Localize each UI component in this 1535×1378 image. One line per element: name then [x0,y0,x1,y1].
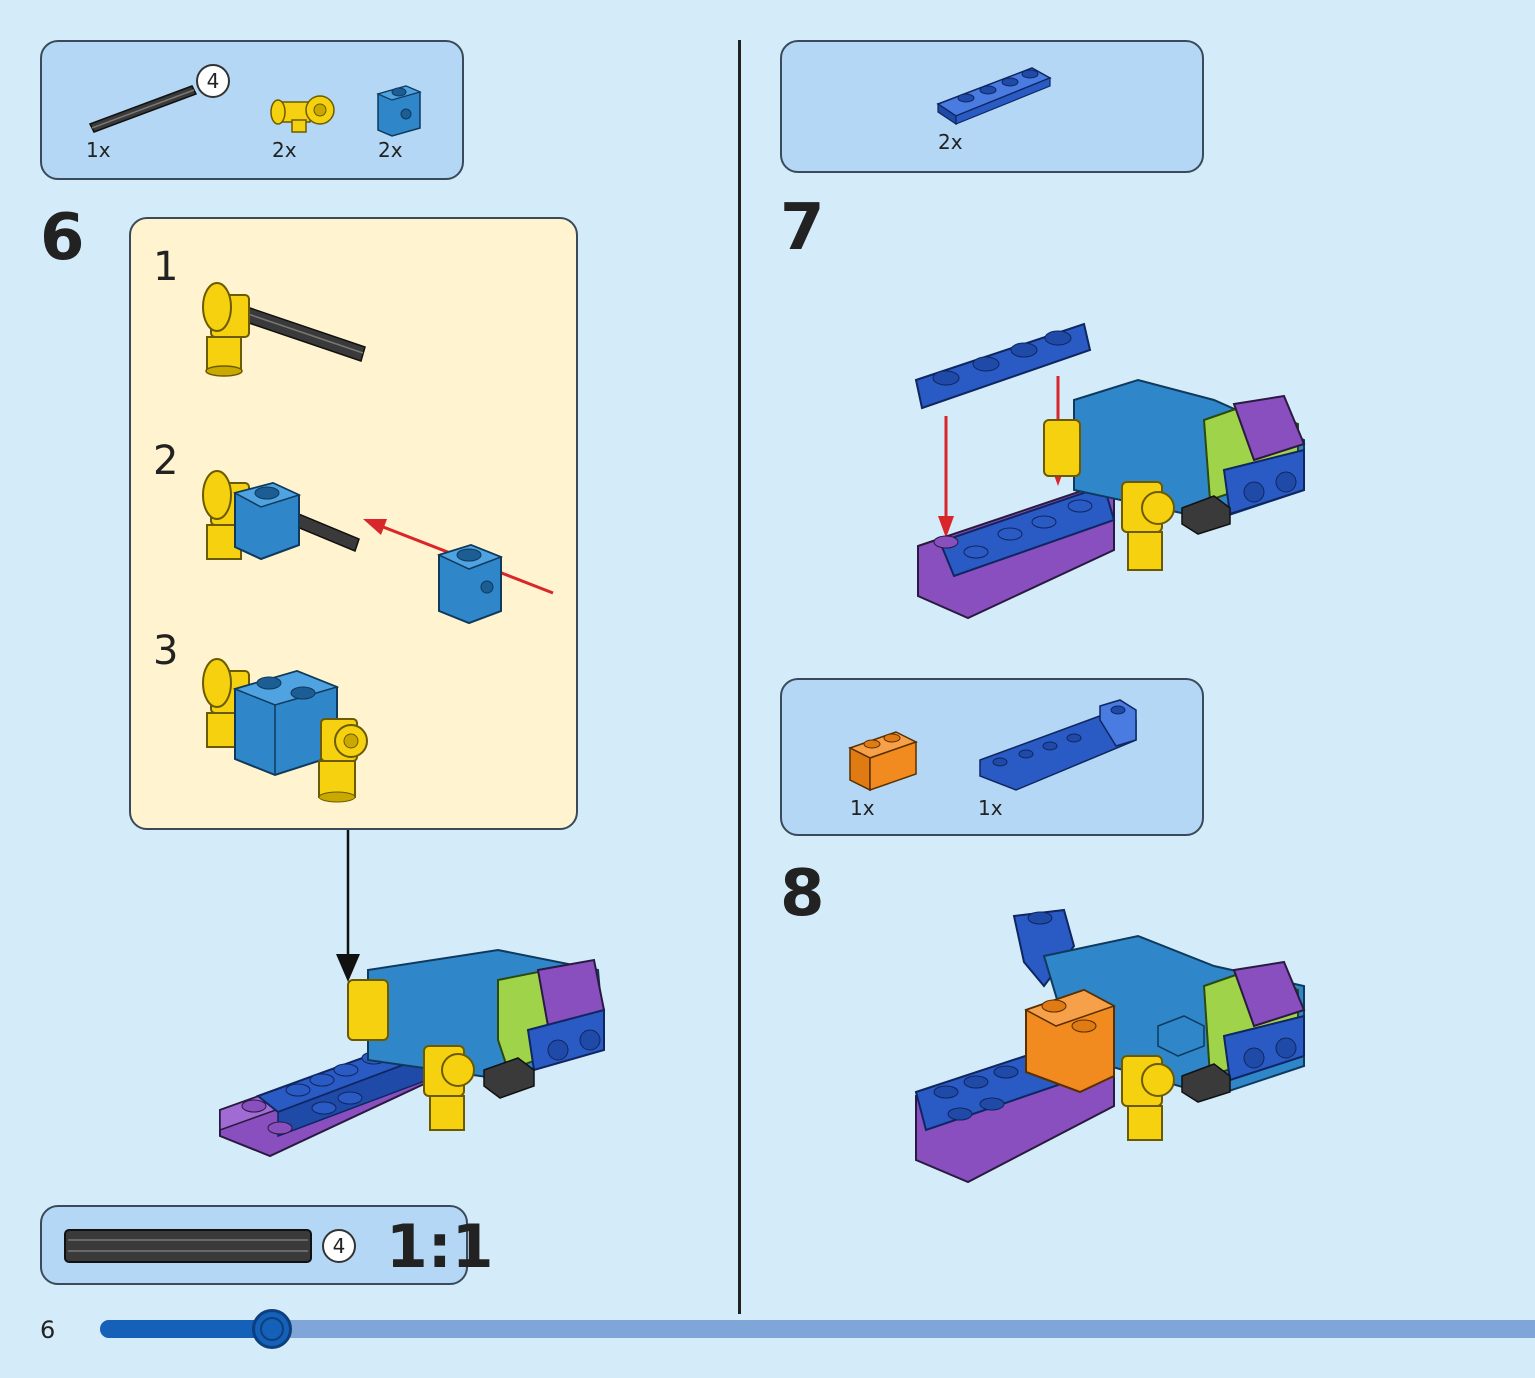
axle-qty: 1x [86,138,111,162]
brick-1x2-orange-icon [848,731,918,792]
axle-connector-icon [270,95,335,133]
step7-number: 7 [780,191,825,265]
step7-model [914,322,1306,620]
substep-2-illustration [202,470,554,625]
inverted-slope-qty: 1x [978,796,1003,820]
brick-orange-qty: 1x [850,796,875,820]
axle-scale-icon [64,1229,312,1263]
column-divider [738,40,741,1314]
substep-1-number: 1 [153,244,179,290]
step8-model [914,908,1306,1184]
progress-knob [252,1309,293,1349]
technic-brick-1x1-icon [376,85,422,137]
scale-length-badge: 4 [322,1229,356,1263]
progress-track [100,1320,1535,1338]
inverted-slope-plate-icon [979,699,1137,791]
step6-number: 6 [40,201,85,275]
substep-1-illustration [202,282,366,377]
callout-arrow [336,830,360,982]
plate-1x4-qty: 2x [938,130,963,154]
step6-parts-box: 4 1x 2x 2x [40,40,464,180]
axle-icon [88,85,198,133]
step8-number: 8 [780,857,825,931]
plate-1x4-icon [936,67,1052,126]
page-number: 6 [40,1316,56,1344]
step8-parts-box: 1x 1x [780,678,1204,836]
progress-fill [100,1320,273,1338]
substep-3-illustration [202,658,368,803]
substep-2-number: 2 [153,438,179,484]
step6-model [219,948,606,1158]
axle-connector-qty: 2x [272,138,297,162]
scale-reference-box: 4 1:1 [40,1205,494,1285]
substep-3-number: 3 [153,628,179,674]
step6-callout: 1 2 3 [129,217,578,830]
technic-brick-qty: 2x [378,138,403,162]
scale-label: 1:1 [386,1212,494,1282]
step7-parts-box: 2x [780,40,1204,173]
axle-length-badge: 4 [196,64,230,98]
